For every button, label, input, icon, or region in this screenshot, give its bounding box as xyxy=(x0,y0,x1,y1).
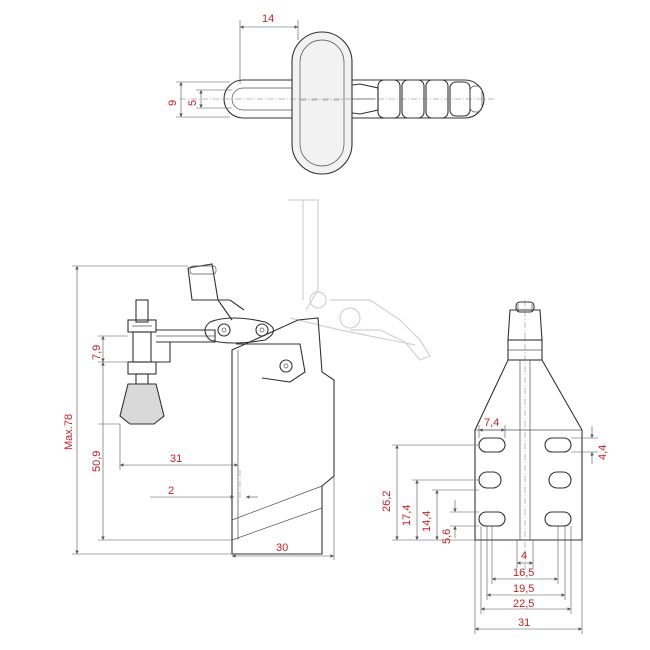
dim-4: 4 xyxy=(521,550,527,562)
dim-5-6: 5,6 xyxy=(441,529,453,544)
top-view-rubber-pad xyxy=(291,31,353,175)
dim-max-78: Max.78 xyxy=(63,414,75,450)
dim-50-9: 50,9 xyxy=(91,451,103,472)
base-plate xyxy=(474,359,583,541)
dim-5: 5 xyxy=(187,100,199,106)
dim-22-5: 22,5 xyxy=(513,598,534,610)
handle xyxy=(187,263,233,321)
slot-top-right xyxy=(544,437,572,453)
open-position-ghost xyxy=(288,199,431,361)
slot-top-left xyxy=(478,437,506,453)
dim-31-width: 31 xyxy=(518,617,530,629)
dim-16-5: 16,5 xyxy=(513,567,534,579)
clamp-body xyxy=(231,317,335,555)
dim-26-2: 26,2 xyxy=(381,491,393,512)
dim-30: 30 xyxy=(276,542,288,554)
dim-14-4: 14,4 xyxy=(421,511,433,532)
dim-2: 2 xyxy=(168,485,174,497)
top-view: 14 9 5 xyxy=(167,13,496,175)
dim-17-4: 17,4 xyxy=(401,505,413,526)
side-view: Max.78 7,9 50,9 31 2 30 xyxy=(63,263,335,560)
dim-19-5: 19,5 xyxy=(513,583,534,595)
dim-9: 9 xyxy=(167,100,179,106)
dim-14: 14 xyxy=(262,13,274,25)
dim-4-4: 4,4 xyxy=(597,445,609,460)
dim-31-reach: 31 xyxy=(170,453,182,465)
linkage xyxy=(204,317,275,344)
spindle-rubber-tip xyxy=(119,383,165,425)
dim-7-9: 7,9 xyxy=(91,345,103,360)
dim-7-4: 7,4 xyxy=(484,417,499,429)
front-view: 7,4 4,4 26,2 17,4 14,4 5,6 4 16,5 xyxy=(381,300,609,634)
